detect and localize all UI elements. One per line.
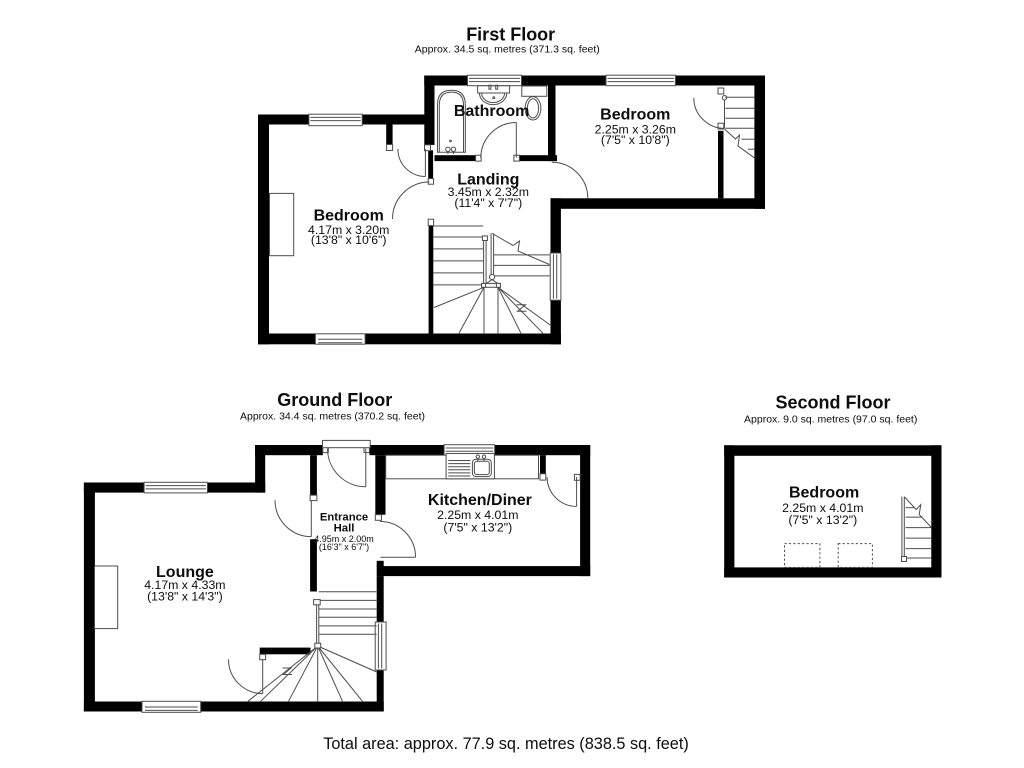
svg-text:3.45m x 2.32m: 3.45m x 2.32m [448, 185, 529, 199]
svg-text:4.95m x 2.00m: 4.95m x 2.00m [314, 534, 374, 544]
svg-text:Hall: Hall [334, 523, 355, 535]
svg-text:Bathroom: Bathroom [454, 103, 530, 120]
svg-text:(13'8" x 10'6"): (13'8" x 10'6") [311, 233, 387, 247]
svg-text:Kitchen/Diner: Kitchen/Diner [428, 492, 532, 509]
svg-text:(7'5" x 10'8"): (7'5" x 10'8") [601, 133, 670, 147]
svg-text:Entrance: Entrance [320, 512, 368, 524]
svg-text:(7'5" x 13'2"): (7'5" x 13'2") [788, 513, 857, 527]
svg-text:First Floor: First Floor [466, 24, 555, 44]
svg-text:4.17m x 3.20m: 4.17m x 3.20m [308, 223, 389, 237]
svg-text:(13'8" x 14'3"): (13'8" x 14'3") [147, 590, 223, 604]
svg-text:Bedroom: Bedroom [314, 208, 384, 225]
svg-text:Approx. 9.0 sq. metres (97.0 s: Approx. 9.0 sq. metres (97.0 sq. feet) [744, 414, 917, 426]
svg-text:Approx. 34.4 sq. metres (370.2: Approx. 34.4 sq. metres (370.2 sq. feet) [240, 410, 425, 422]
svg-text:Approx. 34.5 sq. metres (371.3: Approx. 34.5 sq. metres (371.3 sq. feet) [415, 44, 600, 56]
svg-text:Second Floor: Second Floor [775, 392, 890, 412]
svg-text:Ground Floor: Ground Floor [277, 390, 392, 410]
svg-text:2.25m x 3.26m: 2.25m x 3.26m [595, 122, 676, 136]
svg-text:(7'5" x 13'2"): (7'5" x 13'2") [443, 520, 512, 534]
svg-text:Bedroom: Bedroom [789, 484, 859, 501]
svg-text:Lounge: Lounge [156, 564, 214, 581]
svg-text:Bedroom: Bedroom [600, 107, 670, 124]
svg-text:Total area: approx. 77.9 sq. m: Total area: approx. 77.9 sq. metres (838… [323, 735, 689, 753]
svg-text:4.17m x 4.33m: 4.17m x 4.33m [144, 578, 225, 592]
svg-text:2.25m x 4.01m: 2.25m x 4.01m [782, 501, 863, 515]
svg-text:(11'4" x 7'7"): (11'4" x 7'7") [454, 196, 522, 210]
svg-text:Landing: Landing [457, 171, 519, 188]
svg-text:(16'3" x 6'7"): (16'3" x 6'7") [319, 542, 369, 552]
svg-text:2.25m x 4.01m: 2.25m x 4.01m [437, 508, 518, 522]
